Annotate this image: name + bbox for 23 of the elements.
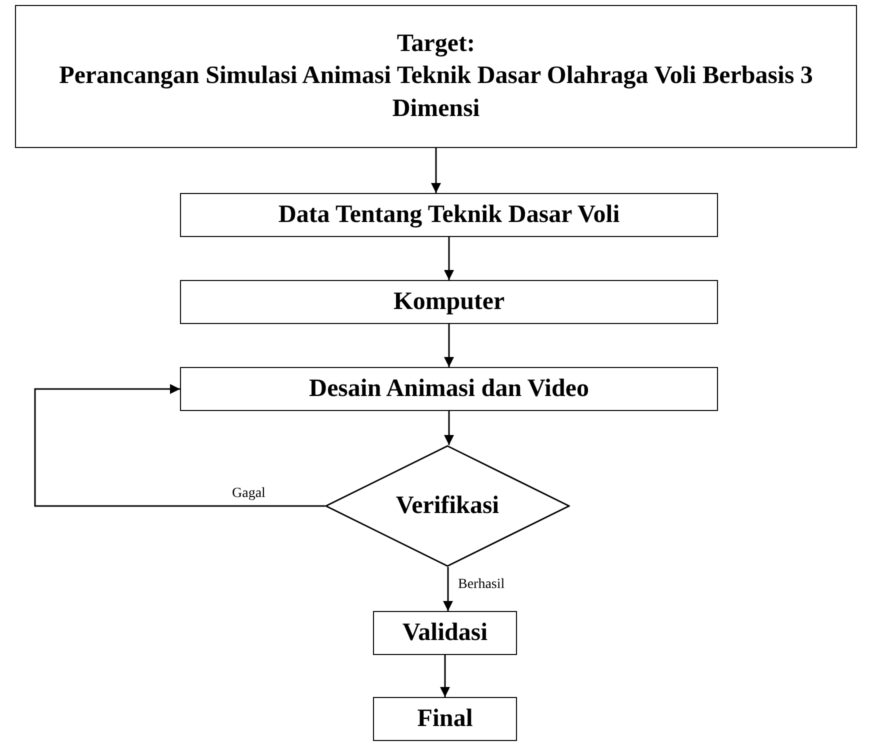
arrow	[34, 384, 325, 507]
arrow	[444, 411, 454, 445]
node-text: Validasi	[402, 618, 488, 648]
arrow	[440, 655, 450, 697]
process-box	[180, 367, 718, 411]
decision-diamond	[325, 445, 570, 567]
node-text: Verifikasi	[396, 490, 500, 521]
node-text: Data Tentang Teknik Dasar Voli	[278, 200, 620, 230]
arrow	[431, 148, 441, 193]
node-text: Final	[417, 704, 473, 734]
node-text: Perancangan Simulasi Animasi Teknik Dasar Olahraga Voli Berbasis 3 Dimensi	[58, 61, 814, 124]
node-text: Desain Animasi dan Video	[309, 374, 589, 404]
process-box	[373, 697, 517, 741]
arrow	[444, 324, 454, 367]
process-box	[180, 280, 718, 324]
process-box	[373, 611, 517, 655]
arrow	[444, 237, 454, 280]
node-text: Komputer	[393, 286, 505, 317]
process-box	[180, 193, 718, 237]
node-text: Target:	[396, 28, 476, 59]
target-box	[15, 5, 857, 148]
edge-label: Gagal	[230, 486, 268, 502]
arrow	[443, 567, 453, 611]
